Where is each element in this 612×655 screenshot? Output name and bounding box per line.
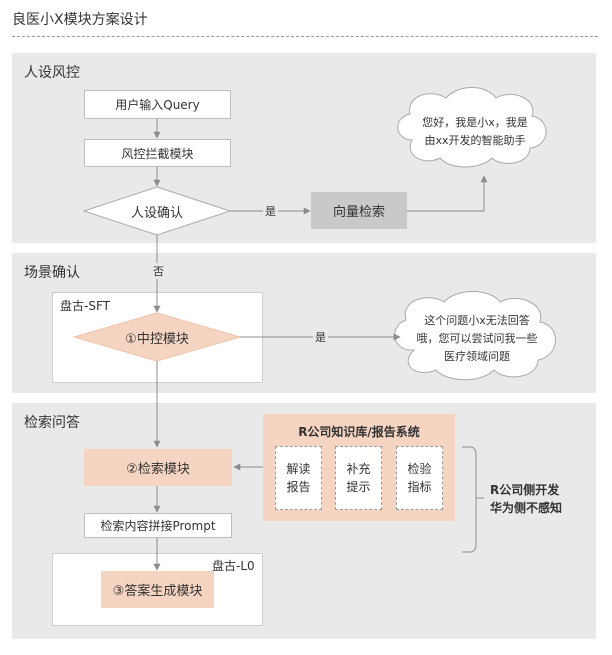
scene-cloud-text: 这个问题小x无法回答 哦，您可以尝试问我一些 医疗领域问题 xyxy=(410,312,544,366)
kb-item-3-line-2: 指标 xyxy=(407,480,432,494)
ownership-note-line-1: R公司侧开发 xyxy=(490,483,560,497)
risk-cloud-text: 您好，我是小x，我是 由xx开发的智能助手 xyxy=(410,114,540,150)
scene-yes-label: 是 xyxy=(313,329,328,345)
qa-section-title: 检索问答 xyxy=(24,415,80,431)
answer-generation-box: ③答案生成模块 xyxy=(101,571,214,608)
kb-item-1-line-1: 解读 xyxy=(286,462,311,476)
scene-cloud-shape xyxy=(394,291,556,381)
risk-cloud-line-2: 由xx开发的智能助手 xyxy=(424,134,526,147)
scene-no-label: 否 xyxy=(151,263,166,279)
kb-item-2-line-2: 提示 xyxy=(346,480,371,494)
scene-cloud-line-2: 哦，您可以尝试问我一些 xyxy=(416,332,538,345)
ownership-note: R公司侧开发 华为侧不感知 xyxy=(490,481,562,517)
ownership-note-line-2: 华为侧不感知 xyxy=(490,501,563,515)
retrieval-module-box: ②检索模块 xyxy=(84,449,232,486)
kb-item-supplement-tips: 补充 提示 xyxy=(335,446,382,510)
knowledge-base-title: R公司知识库/报告系统 xyxy=(298,424,420,439)
ownership-brace xyxy=(462,446,484,553)
page-title: 良医小X模块方案设计 xyxy=(12,12,148,28)
kb-item-test-indicators: 检验 指标 xyxy=(396,446,443,510)
risk-yes-label: 是 xyxy=(263,203,278,219)
prompt-concat-box: 检索内容拼接Prompt xyxy=(84,513,232,538)
risk-section-title: 人设风控 xyxy=(24,65,80,81)
scene-cloud-line-1: 这个问题小x无法回答 xyxy=(424,314,530,327)
intercept-module-box: 风控拦截模块 xyxy=(84,139,231,167)
user-input-box: 用户输入Query xyxy=(84,90,231,119)
title-divider xyxy=(12,36,598,37)
risk-cloud-line-1: 您好，我是小x，我是 xyxy=(422,116,528,129)
scene-cloud-line-3: 医疗领域问题 xyxy=(444,350,510,363)
confirm-decision-label: 人设确认 xyxy=(130,205,183,221)
control-decision-label: ①中控模块 xyxy=(125,331,189,347)
kb-item-interpret-report: 解读 报告 xyxy=(275,446,322,510)
kb-item-3-line-1: 检验 xyxy=(407,462,432,476)
scene-section-title: 场景确认 xyxy=(24,265,80,281)
kb-item-2-line-1: 补充 xyxy=(346,462,371,476)
risk-cloud-shape xyxy=(397,87,547,168)
l0-label: 盘古-L0 xyxy=(212,559,255,573)
kb-item-1-line-2: 报告 xyxy=(286,480,311,494)
sft-label: 盘古-SFT xyxy=(60,299,110,313)
vector-retrieval-box: 向量检索 xyxy=(311,192,407,229)
